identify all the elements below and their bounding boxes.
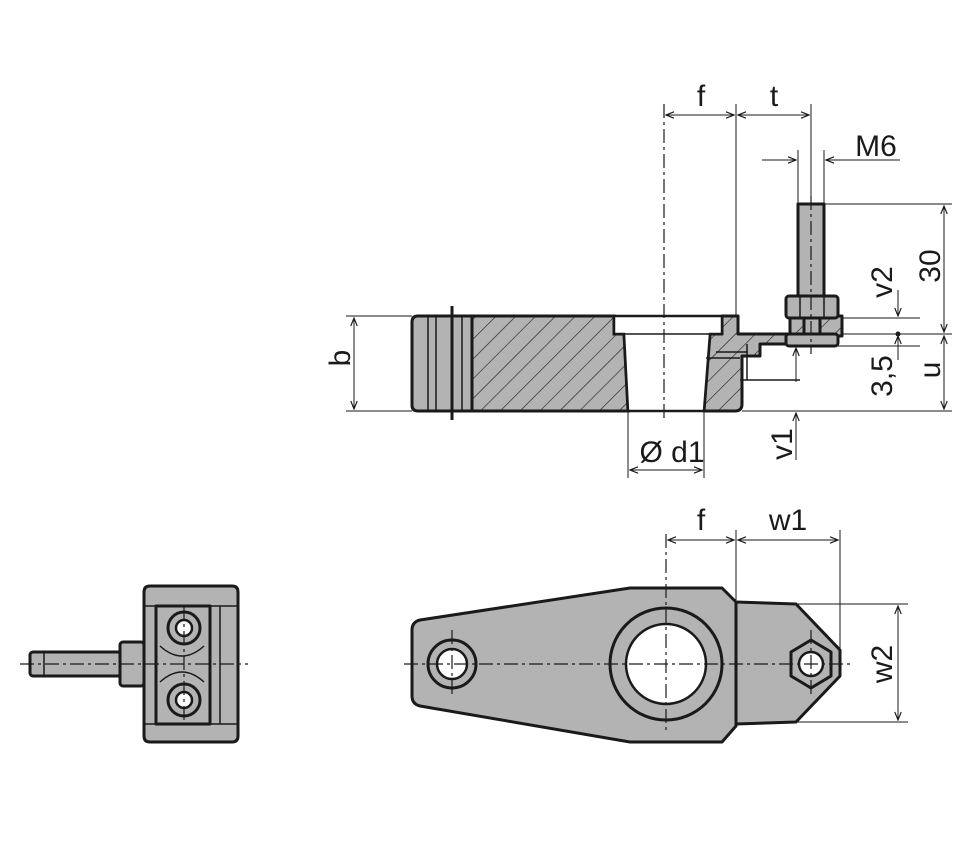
label-d1: Ø d1	[639, 436, 704, 469]
label-b: b	[324, 350, 357, 367]
section-left-rim	[410, 314, 474, 413]
end-view	[20, 584, 248, 744]
top-view	[404, 534, 852, 744]
notch-detail	[706, 351, 748, 359]
label-f-bottom: f	[697, 504, 706, 537]
label-w2: w2	[866, 645, 899, 684]
section-dimensions: f t M6 30 v2 3,5 u v1 b	[324, 80, 952, 478]
bolt-nut-bottom	[784, 332, 840, 348]
label-u: u	[914, 362, 947, 379]
section-hatched-body	[470, 314, 630, 413]
label-v2: v2	[866, 266, 899, 298]
label-f-top: f	[697, 80, 706, 113]
label-3-5: 3,5	[866, 355, 899, 397]
top-dimensions: f w1 w2	[668, 504, 908, 723]
label-t: t	[770, 80, 779, 113]
bolt-neck	[802, 316, 822, 336]
bore-opening	[612, 314, 724, 413]
label-30: 30	[914, 249, 947, 282]
label-v1: v1	[766, 428, 799, 460]
section-view	[410, 104, 844, 420]
bolt-nut-top	[784, 294, 840, 320]
label-m6: M6	[855, 130, 897, 163]
label-w1: w1	[768, 504, 807, 537]
